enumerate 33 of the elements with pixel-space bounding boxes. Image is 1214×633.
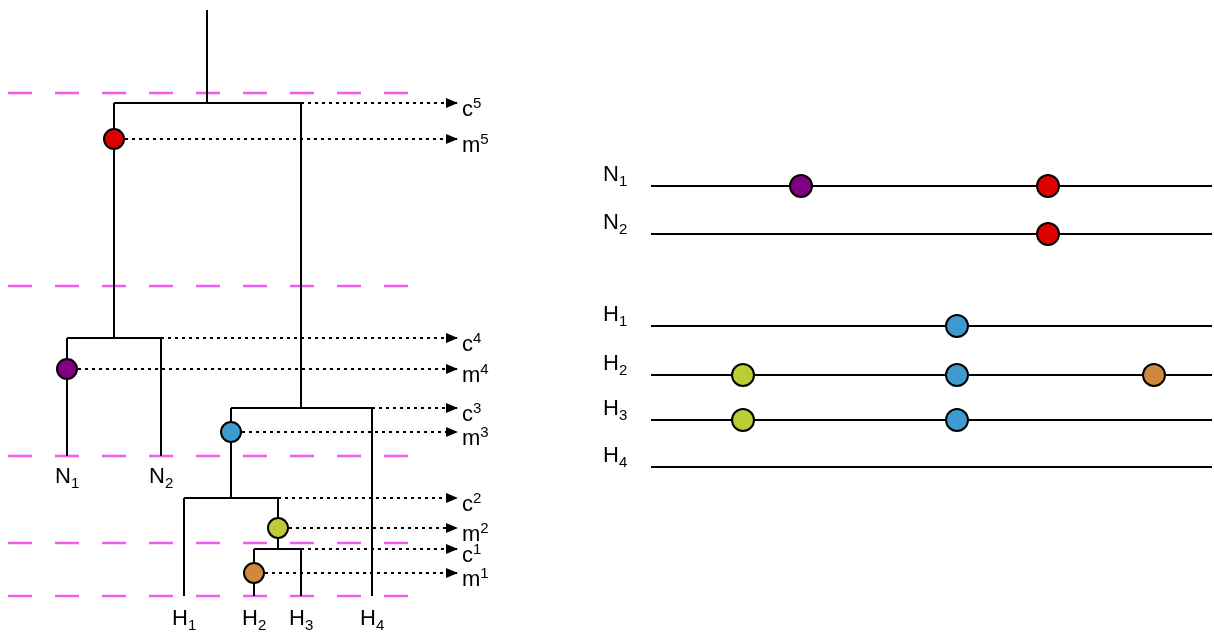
node-label: m$^{1}$ xyxy=(462,561,489,592)
arrow xyxy=(300,98,458,108)
node-label: c$^{5}$ xyxy=(462,91,482,122)
arrow xyxy=(241,427,458,437)
node-label: c$^{2}$ xyxy=(462,486,482,517)
node-label: m$^{5}$ xyxy=(462,127,489,158)
sequence-label: H$_{4}$ xyxy=(603,443,628,473)
sequence-label: H$_{1}$ xyxy=(603,302,628,332)
arrow xyxy=(264,568,458,578)
mutation-dot xyxy=(267,517,289,539)
arrow xyxy=(77,364,458,374)
leaf-label: H$_{3}$ xyxy=(289,606,314,633)
arrow xyxy=(371,403,458,413)
leaf-label: H$_{1}$ xyxy=(172,606,197,633)
leaf-label: N$_{1}$ xyxy=(55,464,80,494)
node-label: m$^{4}$ xyxy=(462,357,489,388)
leaf-label: H$_{2}$ xyxy=(242,606,267,633)
mutation-dot xyxy=(103,128,125,150)
node-label: c$^{4}$ xyxy=(462,326,482,357)
mutation-dot xyxy=(220,421,242,443)
leaf-label: N$_{2}$ xyxy=(149,464,174,494)
arrow xyxy=(277,493,458,503)
leaf-label: H$_{4}$ xyxy=(360,606,385,633)
sequence-label: H$_{2}$ xyxy=(603,351,628,381)
arrow xyxy=(160,333,458,343)
sequence-label: H$_{3}$ xyxy=(603,396,628,426)
arrow xyxy=(300,544,458,554)
arrow xyxy=(288,523,458,533)
mutation-dot xyxy=(243,562,265,584)
sequence-label: N$_{2}$ xyxy=(603,210,628,240)
arrow xyxy=(124,134,458,144)
mutation-dot xyxy=(56,358,78,380)
sequence-label: N$_{1}$ xyxy=(603,162,628,192)
